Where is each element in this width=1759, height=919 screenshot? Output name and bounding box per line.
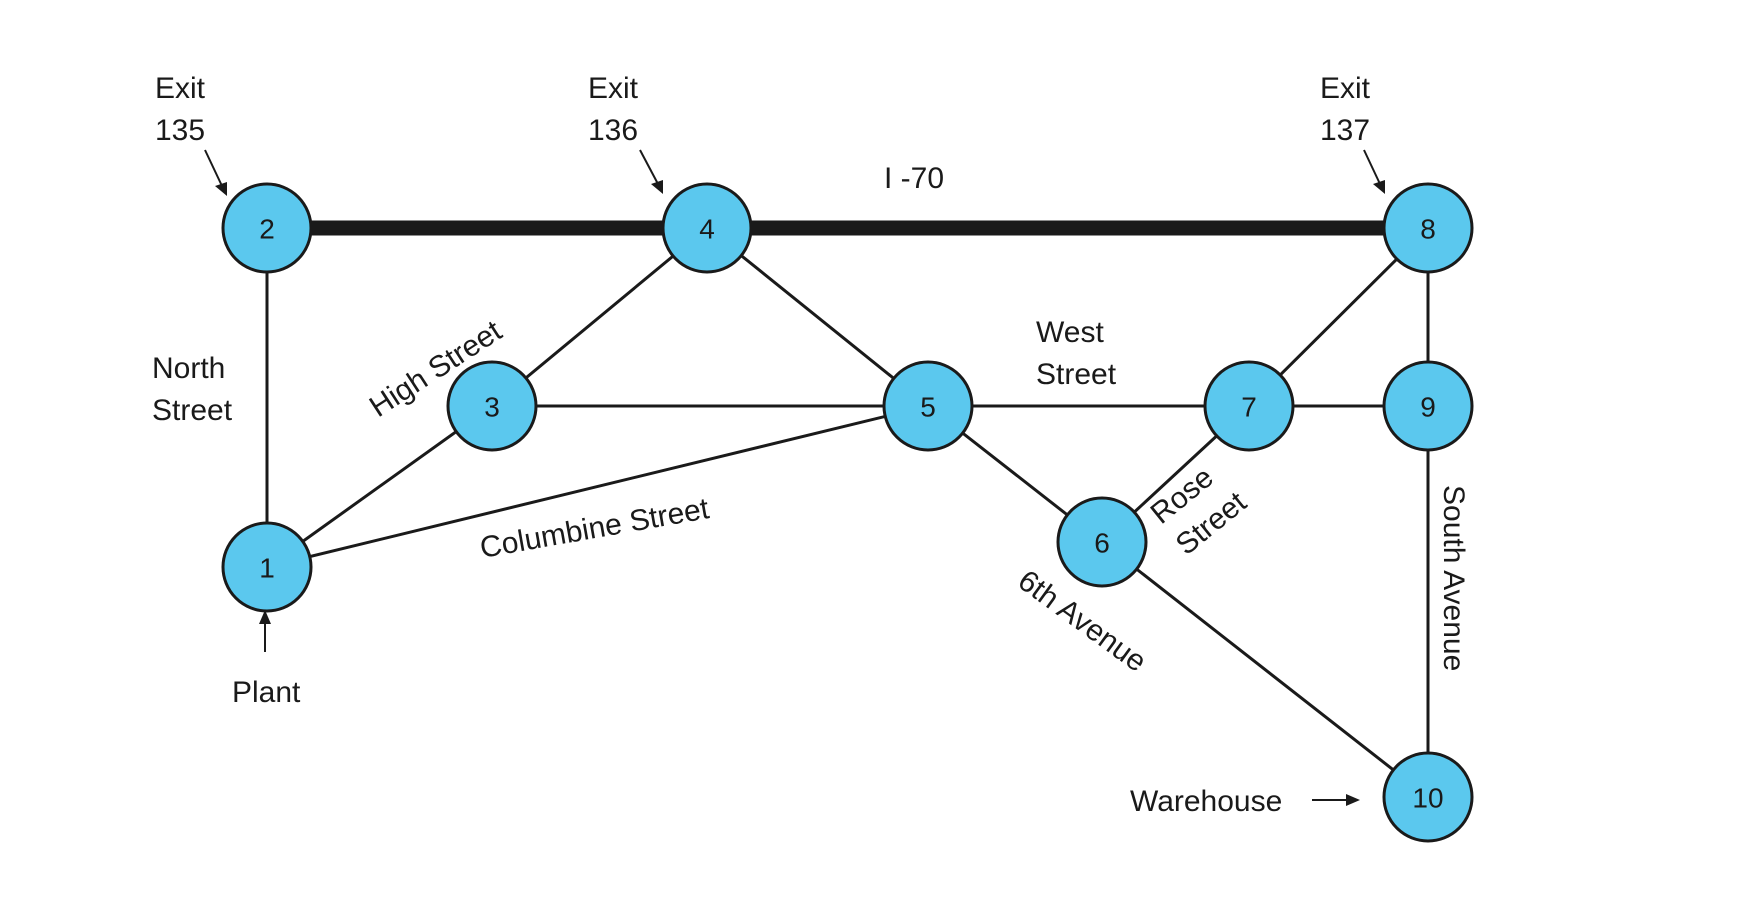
exit136-label-line2: 136 bbox=[588, 114, 638, 147]
exit136-label: Exit 136 bbox=[588, 72, 646, 147]
node-circle bbox=[1382, 360, 1474, 452]
node-number: 2 bbox=[259, 214, 275, 245]
exit137-arrow bbox=[1363, 149, 1385, 194]
node-number: 3 bbox=[484, 392, 500, 423]
node-circle bbox=[1382, 182, 1474, 274]
node-4: 4 bbox=[661, 182, 753, 274]
node-circle bbox=[221, 182, 313, 274]
node-circle bbox=[1056, 496, 1148, 588]
exit137-label: Exit 137 bbox=[1320, 72, 1378, 147]
nodes-layer: 1 2 3 4 5 6 7 8 9 10 bbox=[221, 182, 1474, 843]
node-10: 10 bbox=[1382, 751, 1474, 843]
exit135-label-line1: Exit bbox=[155, 72, 206, 105]
exit136-label-line1: Exit bbox=[588, 72, 639, 105]
plant-label: Plant bbox=[232, 676, 301, 709]
exit137-label-line1: Exit bbox=[1320, 72, 1371, 105]
node-circle bbox=[221, 521, 313, 613]
north-street-label: North Street bbox=[152, 352, 234, 427]
node-number: 10 bbox=[1412, 783, 1443, 814]
node-circle bbox=[446, 360, 538, 452]
node-7: 7 bbox=[1203, 360, 1295, 452]
columbine-street-label: Columbine Street bbox=[477, 492, 712, 565]
edge-6-10 bbox=[1101, 540, 1429, 799]
warehouse-label: Warehouse bbox=[1130, 785, 1282, 818]
node-circle bbox=[1203, 360, 1295, 452]
exit135-label: Exit 135 bbox=[155, 72, 213, 147]
edge-4-5 bbox=[706, 226, 929, 408]
west-street-line2: Street bbox=[1036, 358, 1117, 391]
node-1: 1 bbox=[221, 521, 313, 613]
node-number: 8 bbox=[1420, 214, 1436, 245]
arrows-layer bbox=[204, 149, 1385, 806]
node-number: 9 bbox=[1420, 392, 1436, 423]
edge-1-5 bbox=[266, 404, 929, 569]
edge-1-3 bbox=[266, 404, 493, 569]
node-circle bbox=[882, 360, 974, 452]
exit135-label-line2: 135 bbox=[155, 114, 205, 147]
node-number: 1 bbox=[259, 553, 275, 584]
edges-layer bbox=[265, 220, 1430, 799]
north-street-line1: North bbox=[152, 352, 225, 385]
node-3: 3 bbox=[446, 360, 538, 452]
node-5: 5 bbox=[882, 360, 974, 452]
node-circle bbox=[1382, 751, 1474, 843]
node-8: 8 bbox=[1382, 182, 1474, 274]
plant-arrow bbox=[259, 610, 271, 652]
exit136-arrow bbox=[639, 149, 663, 194]
rose-street-label: Rose Street bbox=[1145, 454, 1254, 562]
west-street-line1: West bbox=[1036, 316, 1104, 349]
exit137-label-line2: 137 bbox=[1320, 114, 1370, 147]
edge-3-4 bbox=[491, 226, 708, 408]
node-number: 4 bbox=[699, 214, 715, 245]
node-2: 2 bbox=[221, 182, 313, 274]
node-circle bbox=[661, 182, 753, 274]
north-street-line2: Street bbox=[152, 394, 233, 427]
node-number: 5 bbox=[920, 392, 936, 423]
south-avenue-label: South Avenue bbox=[1437, 485, 1470, 671]
node-9: 9 bbox=[1382, 360, 1474, 452]
exit135-arrow bbox=[204, 149, 227, 196]
west-street-label: West Street bbox=[1036, 316, 1117, 391]
node-number: 6 bbox=[1094, 528, 1110, 559]
warehouse-arrow bbox=[1312, 794, 1360, 806]
i70-label: I -70 bbox=[884, 162, 944, 195]
node-number: 7 bbox=[1241, 392, 1257, 423]
node-6: 6 bbox=[1056, 496, 1148, 588]
